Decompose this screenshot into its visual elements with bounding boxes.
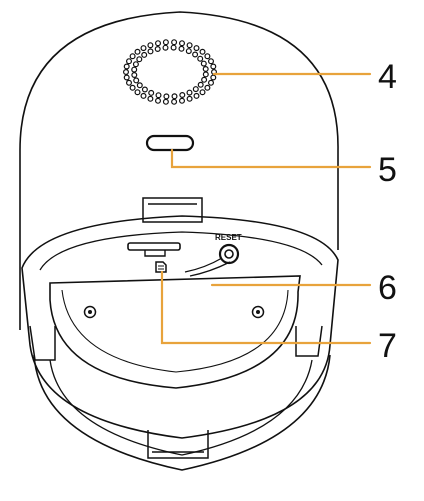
speaker-hole	[154, 45, 161, 52]
speaker-hole	[179, 97, 186, 104]
speaker-hole	[171, 93, 178, 100]
speaker-hole	[123, 74, 130, 81]
screw-hole-left	[83, 305, 97, 319]
speaker-hole	[136, 82, 143, 89]
speaker-hole	[134, 89, 141, 96]
speaker-hole	[123, 63, 130, 70]
speaker-hole	[199, 48, 206, 55]
speaker-hole	[163, 93, 170, 100]
speaker-hole	[186, 89, 193, 96]
speaker-hole	[210, 63, 217, 70]
speaker-hole	[155, 92, 162, 99]
speaker-hole	[134, 48, 141, 55]
speaker-hole	[186, 95, 193, 102]
speaker-hole	[200, 60, 207, 67]
speaker-hole	[125, 79, 132, 86]
stand-lower-outer	[33, 354, 331, 471]
side-clip-left	[29, 325, 56, 361]
speaker-hole	[208, 79, 215, 86]
speaker-hole	[193, 92, 200, 99]
speaker-hole	[141, 51, 148, 58]
base-ring-inner	[39, 231, 323, 271]
reset-label: RESET	[215, 233, 242, 242]
bottom-clip	[147, 430, 209, 459]
speaker-hole	[162, 39, 169, 46]
speaker-hole	[140, 92, 147, 99]
speaker-hole	[162, 44, 169, 51]
base-ring-outer	[21, 215, 339, 439]
speaker-hole	[204, 53, 211, 60]
stand-lower-inner	[49, 359, 313, 456]
speaker-hole	[202, 65, 209, 72]
camera-body-outline	[19, 11, 339, 330]
screw-hole-right	[251, 305, 265, 319]
callout-label-7: 7	[378, 327, 397, 365]
speaker-hole	[155, 97, 162, 104]
speaker-hole	[131, 71, 138, 78]
speaker-hole	[185, 48, 192, 55]
speaker-hole	[155, 40, 162, 47]
speaker-hole	[178, 45, 185, 52]
mount-plate-edge	[61, 289, 289, 373]
speaker-hole	[197, 81, 204, 88]
speaker-hole	[171, 39, 178, 46]
speaker-hole	[204, 84, 211, 91]
speaker-hole	[186, 42, 193, 49]
speaker-hole	[148, 89, 155, 96]
speaker-hole	[147, 95, 154, 102]
speaker-hole	[140, 45, 147, 52]
side-clip-right	[295, 325, 323, 357]
speaker-hole	[179, 91, 186, 98]
indicator-slot	[145, 134, 195, 152]
speaker-hole	[162, 98, 169, 105]
speaker-hole	[192, 51, 199, 58]
speaker-grille	[122, 39, 218, 105]
speaker-hole	[129, 84, 136, 91]
speaker-hole	[141, 86, 148, 93]
speaker-hole	[197, 55, 204, 62]
speaker-hole	[129, 53, 136, 60]
speaker-hole	[202, 71, 209, 78]
speaker-hole	[170, 44, 177, 51]
speaker-hole	[147, 48, 154, 55]
speaker-hole	[193, 45, 200, 52]
speaker-hole	[179, 40, 186, 47]
sd-card-icon	[155, 261, 167, 273]
sd-card-slot	[127, 242, 181, 257]
speaker-hole	[210, 74, 217, 81]
callout-label-5: 5	[378, 151, 397, 189]
speaker-hole	[208, 58, 215, 65]
top-clip	[142, 197, 203, 223]
speaker-hole	[133, 77, 140, 84]
reset-button	[184, 243, 240, 277]
speaker-hole	[132, 61, 139, 68]
speaker-hole	[171, 98, 178, 105]
callout-line-7	[160, 270, 372, 345]
callout-line-5	[170, 148, 372, 169]
speaker-hole	[192, 86, 199, 93]
callout-label-6: 6	[378, 269, 397, 307]
speaker-hole	[147, 42, 154, 49]
speaker-hole	[131, 66, 138, 73]
speaker-hole	[201, 76, 208, 83]
speaker-hole	[199, 89, 206, 96]
speaker-hole	[136, 56, 143, 63]
callout-label-4: 4	[378, 58, 397, 96]
speaker-hole	[122, 68, 129, 75]
mount-plate	[49, 275, 301, 389]
speaker-hole	[125, 58, 132, 65]
